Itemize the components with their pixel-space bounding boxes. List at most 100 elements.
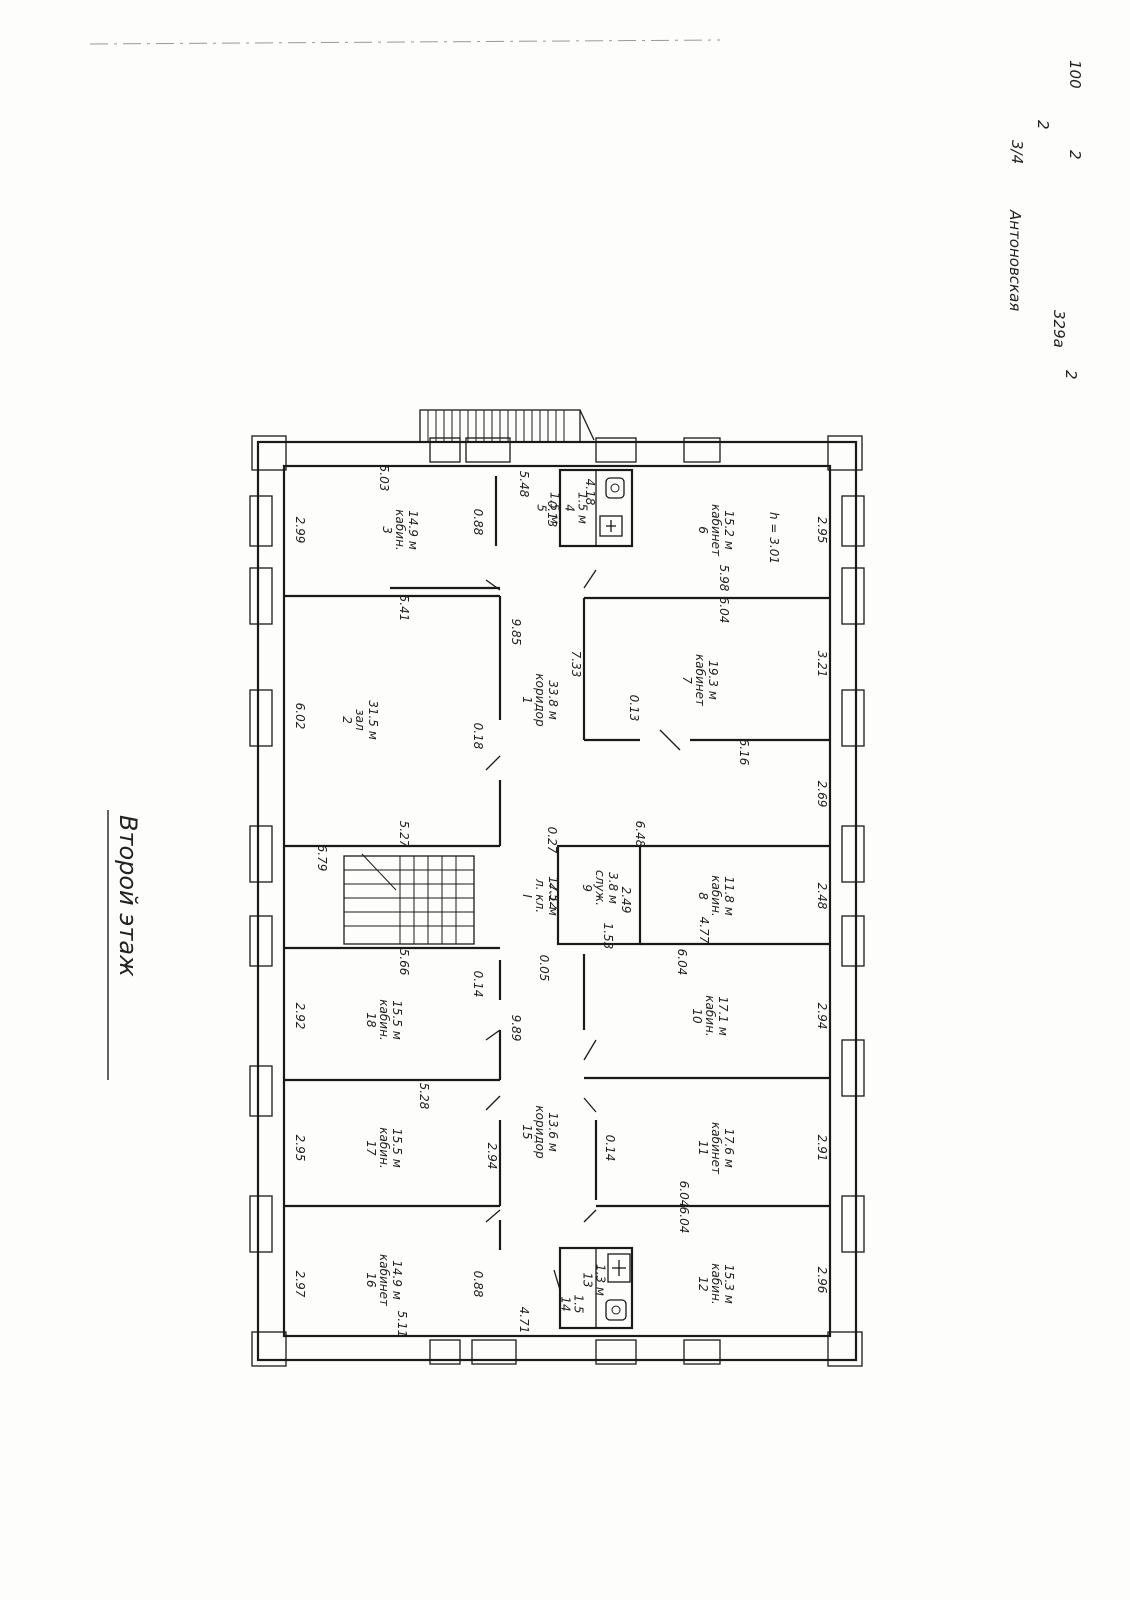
room-7-line: 19.3 м: [706, 660, 720, 700]
room-18-line: 15.5 м: [390, 1000, 404, 1040]
dimension-d-604a: 6.04: [717, 597, 731, 624]
dimension-d-088a: 0.88: [471, 509, 485, 536]
dimension-d-321: 3.21: [815, 651, 829, 678]
dimension-d-602: 6.02: [293, 703, 307, 730]
room-10-line: 17.1 м: [716, 996, 730, 1036]
dimension-d-269: 2.69: [815, 781, 829, 808]
left-window-piers: [249, 495, 273, 1253]
dimension-d-477: 4.77: [697, 917, 711, 944]
note-fraction: 3/4: [1008, 140, 1026, 164]
interior-walls: [284, 468, 830, 1330]
floor-title-group: Второй этаж: [107, 810, 142, 1080]
room-16-line: кабинет: [377, 1254, 391, 1307]
dimension-d-604d: 6.04: [677, 1207, 691, 1234]
dimension-d-604c: 6.04: [677, 1181, 691, 1208]
room-13-line: 1.3 м: [594, 1264, 608, 1296]
room-13-line: 13: [581, 1272, 595, 1287]
room-14-line: 1.5: [572, 1294, 586, 1313]
dimension-d-648: 6.48: [633, 821, 647, 848]
dimension-d-733: 7.33: [569, 651, 583, 678]
room-2-line: 31.5 м: [366, 700, 380, 740]
room-10-line: кабин.: [703, 995, 717, 1036]
dimension-d-679: 6.79: [315, 845, 329, 872]
room-12-line: 12: [696, 1276, 710, 1291]
dimension-d-595: 2.95: [815, 517, 829, 544]
room-15-line: 15: [520, 1124, 534, 1139]
room-17-line: 15.5 м: [390, 1128, 404, 1168]
note-2-top: 2: [1034, 120, 1052, 130]
room-5-line: 5: [535, 504, 549, 512]
room-15-line: 13.6 м: [546, 1112, 560, 1152]
room-6-line: 15.2 м: [722, 510, 736, 550]
room-9-line: служ.: [593, 870, 607, 906]
dimension-d-548: 5.48: [517, 471, 531, 498]
room-2-line: 2: [340, 716, 354, 724]
dimension-d-985: 9.85: [509, 619, 523, 646]
room-2-line: зал: [353, 709, 367, 731]
dimension-d-527: 5.27: [397, 821, 411, 848]
dimension-d-294a: 2.94: [815, 1003, 829, 1030]
room-1-line: коридор: [533, 673, 547, 727]
room-I-line: I: [520, 894, 534, 898]
dimension-d-005: 0.05: [537, 955, 551, 982]
dimension-d-291: 2.91: [815, 1135, 829, 1162]
dimension-d-252: 2.52: [547, 883, 561, 910]
top-bottom-window-piers: [429, 437, 721, 1365]
dimension-d-014: 0.14: [471, 971, 485, 998]
dimension-d-566: 5.66: [397, 949, 411, 976]
dimension-d-297: 2.97: [293, 1271, 307, 1298]
room-10-line: 10: [690, 1008, 704, 1024]
dimension-d-528: 5.28: [417, 1083, 431, 1110]
dimension-d-299: 2.99: [293, 517, 307, 544]
right-window-piers: [841, 495, 865, 1253]
room-9-line: 3.8 м: [606, 872, 620, 904]
note-2-bottom: 2: [1062, 370, 1080, 380]
dimension-d-292: 2.92: [293, 1003, 307, 1030]
room-11-line: 11: [696, 1140, 710, 1155]
dimension-d-616: 6.16: [737, 739, 751, 766]
room-8-line: 8: [696, 892, 710, 900]
dimension-d-h: h = 3.01: [767, 512, 781, 564]
room-11-line: кабинет: [709, 1122, 723, 1175]
room-8-line: 11.8 м: [722, 876, 736, 916]
sink-icon-bottom: [607, 1253, 631, 1283]
room-16-line: 14.9 м: [390, 1260, 404, 1300]
room-1-line: 1: [520, 696, 534, 704]
room-7-line: 7: [680, 676, 694, 684]
dimension-d-088b: 0.88: [471, 1271, 485, 1298]
note-100: 100: [1066, 60, 1084, 89]
room-3-line: кабин.: [393, 509, 407, 550]
room-18-line: кабин.: [377, 999, 391, 1040]
dimension-d-511: 5.11: [395, 1311, 409, 1338]
dimension-d-018a: 0.18: [471, 723, 485, 750]
room-9-line: 9: [580, 884, 594, 892]
room-15-line: коридор: [533, 1105, 547, 1159]
sink-icon-top: [599, 515, 623, 537]
dimension-d-248: 2.48: [815, 883, 829, 910]
dimension-d-013: 0.13: [627, 695, 641, 722]
dimension-d-604b: 6.04: [675, 949, 689, 976]
room-4-line: 4: [563, 504, 577, 512]
room-5-line: 1.5 м: [548, 492, 562, 524]
room-3-line: 14.9 м: [406, 510, 420, 550]
room-1-line: 33.8 м: [546, 680, 560, 720]
dimension-d-295: 2.95: [293, 1135, 307, 1162]
room-4-line: 1.5 м: [576, 492, 590, 524]
scan-artifact-line: [89, 39, 721, 45]
note-2-mid: 2: [1066, 150, 1084, 160]
room-6-line: 6: [696, 526, 710, 534]
